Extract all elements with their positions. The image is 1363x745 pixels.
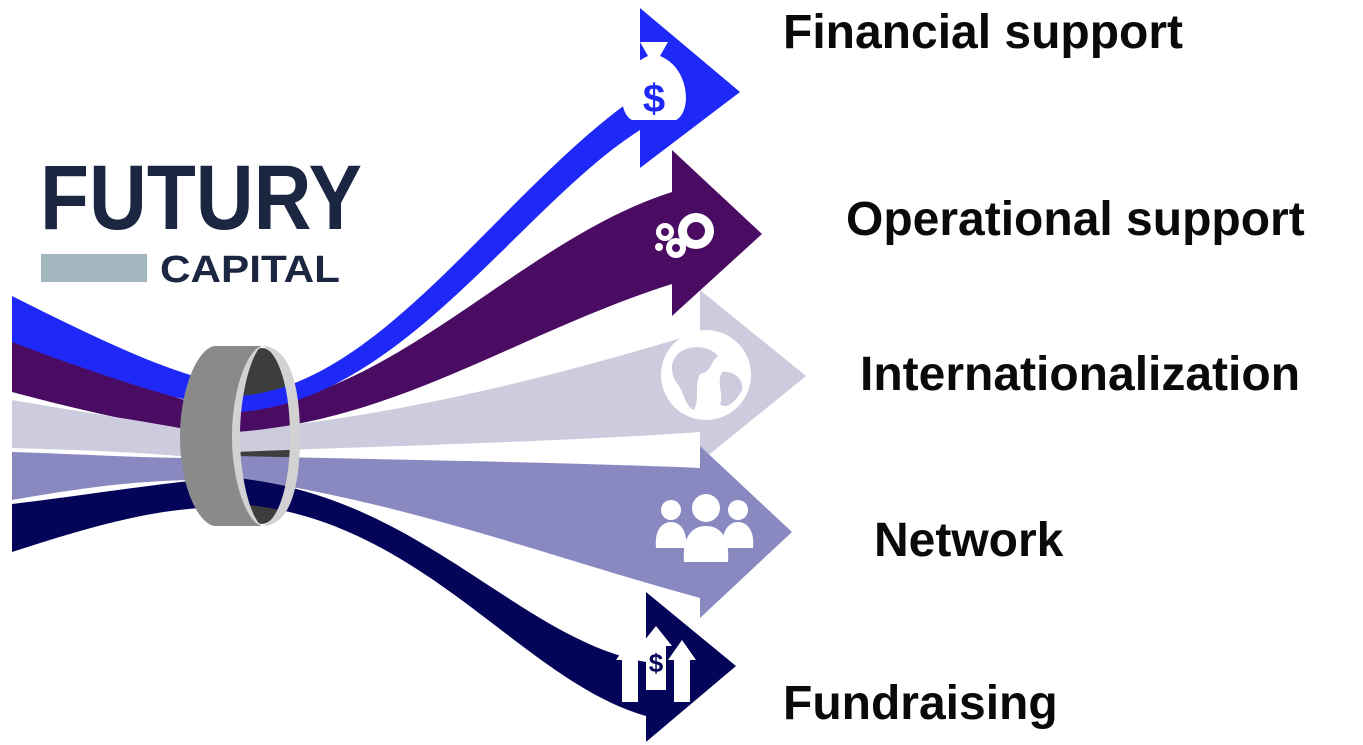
- globe-icon: [661, 330, 751, 420]
- stream-in-internationalization: [12, 400, 200, 458]
- stream-out-fundraising: [236, 478, 736, 742]
- ring-rim-left: [232, 346, 262, 526]
- logo-subtitle: CAPITAL: [160, 249, 340, 291]
- svg-text:$: $: [649, 648, 664, 678]
- svg-text:$: $: [643, 77, 665, 121]
- logo-wordmark: FUTURY: [40, 147, 362, 249]
- people-icon: [655, 494, 754, 562]
- logo-bar: [41, 254, 147, 282]
- stream-in-financial: [12, 296, 200, 402]
- label-fundraising: Fundraising: [783, 677, 1058, 730]
- stream-out-network: [236, 446, 792, 618]
- logo: FUTURY CAPITAL: [40, 147, 362, 291]
- stream-out-internationalization: [236, 290, 806, 462]
- money-arrows-icon: $: [616, 626, 696, 702]
- gears-icon: [655, 213, 714, 258]
- ring-rim: [262, 346, 300, 526]
- ring-band: [180, 346, 262, 526]
- money-bag-icon: $: [622, 42, 686, 121]
- stream-out-operational: [236, 150, 762, 432]
- incoming-streams: [12, 296, 200, 552]
- ring: [180, 346, 300, 526]
- stream-in-operational: [12, 342, 200, 432]
- label-financial-support: Financial support: [783, 6, 1184, 59]
- label-operational-support: Operational support: [846, 193, 1305, 246]
- outgoing-streams: [236, 8, 806, 742]
- label-internationalization: Internationalization: [860, 348, 1301, 401]
- stream-in-network: [12, 452, 200, 500]
- label-network: Network: [874, 514, 1064, 567]
- stream-in-fundraising: [12, 480, 200, 552]
